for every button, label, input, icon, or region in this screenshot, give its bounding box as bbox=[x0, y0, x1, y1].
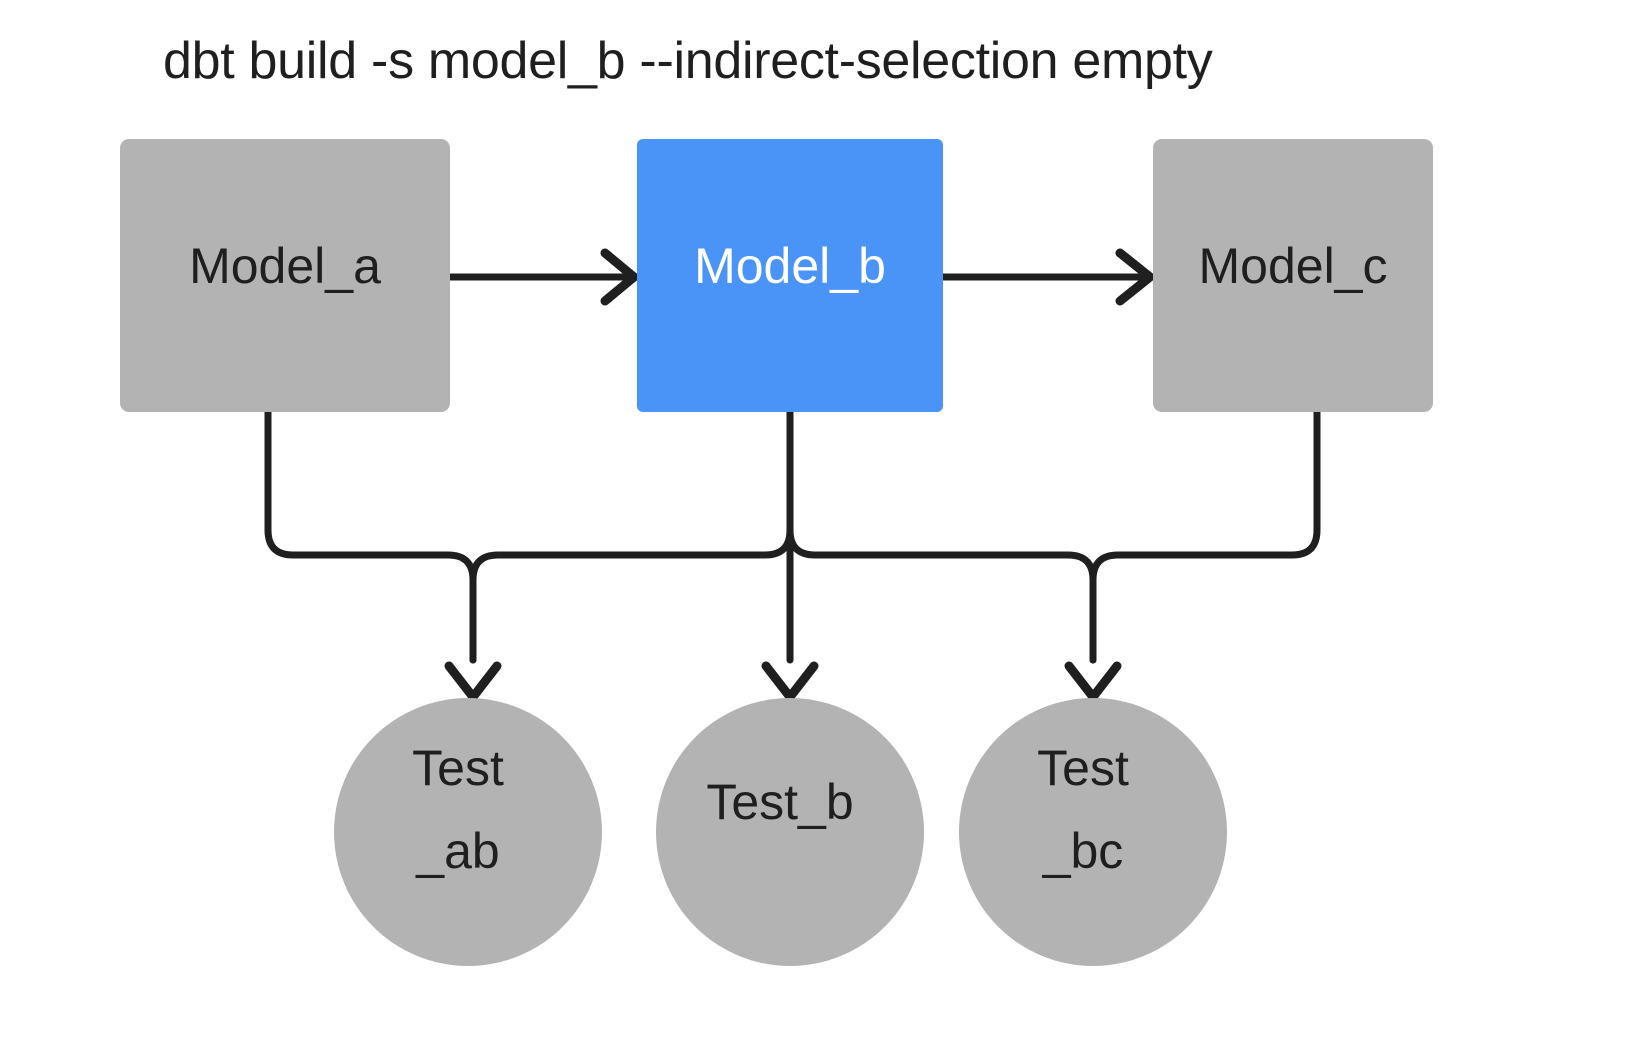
diagram-title: dbt build -s model_b --indirect-selectio… bbox=[163, 32, 1213, 90]
arrowhead-icon bbox=[444, 661, 502, 702]
arrowhead-icon bbox=[761, 661, 819, 702]
node-test-bc-shape[interactable] bbox=[959, 698, 1227, 966]
node-model-c-label: Model_c bbox=[1199, 238, 1388, 294]
edge-model-b-to-test-ab bbox=[469, 408, 794, 664]
arrowhead-test-b bbox=[761, 661, 819, 702]
node-test-bc-label-line-1: Test bbox=[1037, 740, 1129, 796]
edge-line bbox=[469, 408, 794, 664]
edge-line bbox=[786, 408, 1097, 664]
node-model-c[interactable]: Model_c bbox=[1153, 139, 1433, 412]
edge-model-b-to-model-c bbox=[939, 248, 1155, 306]
edge-line bbox=[264, 408, 477, 664]
arrowhead-test-bc bbox=[1064, 661, 1122, 702]
node-test-ab[interactable]: Test _ab bbox=[334, 698, 602, 966]
edges-layer bbox=[264, 248, 1321, 702]
node-test-bc-label-line-2: _bc bbox=[1042, 823, 1124, 879]
node-test-ab-label-line-2: _ab bbox=[415, 823, 499, 879]
edge-model-b-to-test-bc bbox=[786, 408, 1097, 664]
arrowhead-icon bbox=[1064, 661, 1122, 702]
edge-model-c-to-test-bc bbox=[1089, 408, 1321, 664]
node-test-b-label-line-1: Test_b bbox=[706, 774, 853, 830]
arrowhead-icon bbox=[1115, 248, 1155, 306]
node-model-b-label: Model_b bbox=[694, 238, 886, 294]
node-model-c-shape[interactable] bbox=[1153, 139, 1433, 412]
node-test-b-shape[interactable] bbox=[656, 698, 924, 966]
arrowhead-icon bbox=[600, 248, 639, 306]
node-test-ab-shape[interactable] bbox=[334, 698, 602, 966]
node-model-a-label: Model_a bbox=[189, 238, 381, 294]
edge-model-a-to-model-b bbox=[446, 248, 639, 306]
node-test-b[interactable]: Test_b bbox=[656, 698, 924, 966]
node-model-a[interactable]: Model_a bbox=[120, 139, 450, 412]
node-model-a-shape[interactable] bbox=[120, 139, 450, 412]
edge-model-a-to-test-ab bbox=[264, 408, 477, 664]
test-nodes-layer: Test _ab Test_b Test _bc bbox=[334, 698, 1227, 966]
node-test-bc[interactable]: Test _bc bbox=[959, 698, 1227, 966]
node-model-b[interactable]: Model_b bbox=[637, 139, 943, 412]
model-nodes-layer: Model_a Model_b Model_c bbox=[120, 139, 1433, 412]
arrowhead-test-ab bbox=[444, 661, 502, 702]
node-model-b-shape[interactable] bbox=[637, 139, 943, 412]
node-test-ab-label-line-1: Test bbox=[412, 740, 504, 796]
edge-line bbox=[1089, 408, 1321, 664]
